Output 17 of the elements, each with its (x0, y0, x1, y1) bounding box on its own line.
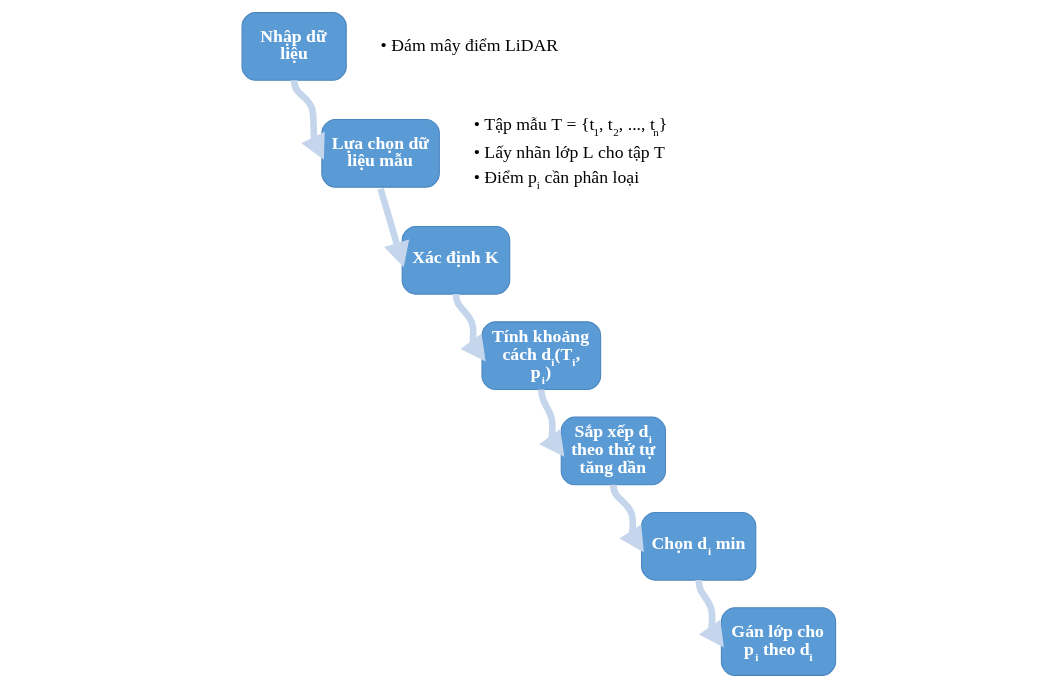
node-box: Gán lớp cho p$_{i}$ theo d$_{i}$ (720, 607, 837, 676)
node-label: • Đám mây điểm LiDAR (380, 34, 559, 55)
arrow (610, 484, 644, 553)
node-box: Lựa chọn dữ liệu mẫu (321, 119, 440, 188)
node-label: • Lấy nhãn lớp L cho tập T (473, 141, 665, 162)
node-box: Nhập dữ liệu (241, 12, 347, 81)
arrow (377, 187, 410, 268)
arrow (537, 389, 565, 457)
node-box: Xác định K (401, 225, 511, 295)
node-box: Sắp xếp d$_{i}$ theo thứ tự tăng dần (560, 416, 666, 486)
node-box: Chọn d$_{i}$ min (641, 511, 757, 581)
arrow (695, 579, 724, 648)
arrow (290, 79, 325, 160)
node-label: • Tập mẫu T = {t$_{1}$, t$_{2}$, ..., t$_{n}$} (473, 113, 668, 138)
node-label: • Điểm p$_{i}$ cần phân loại (473, 167, 640, 192)
arrow (452, 293, 486, 362)
node-box: Tính khoảng cách d$_{i}$(T$_{i}$, p$_{i}$) (481, 321, 602, 390)
